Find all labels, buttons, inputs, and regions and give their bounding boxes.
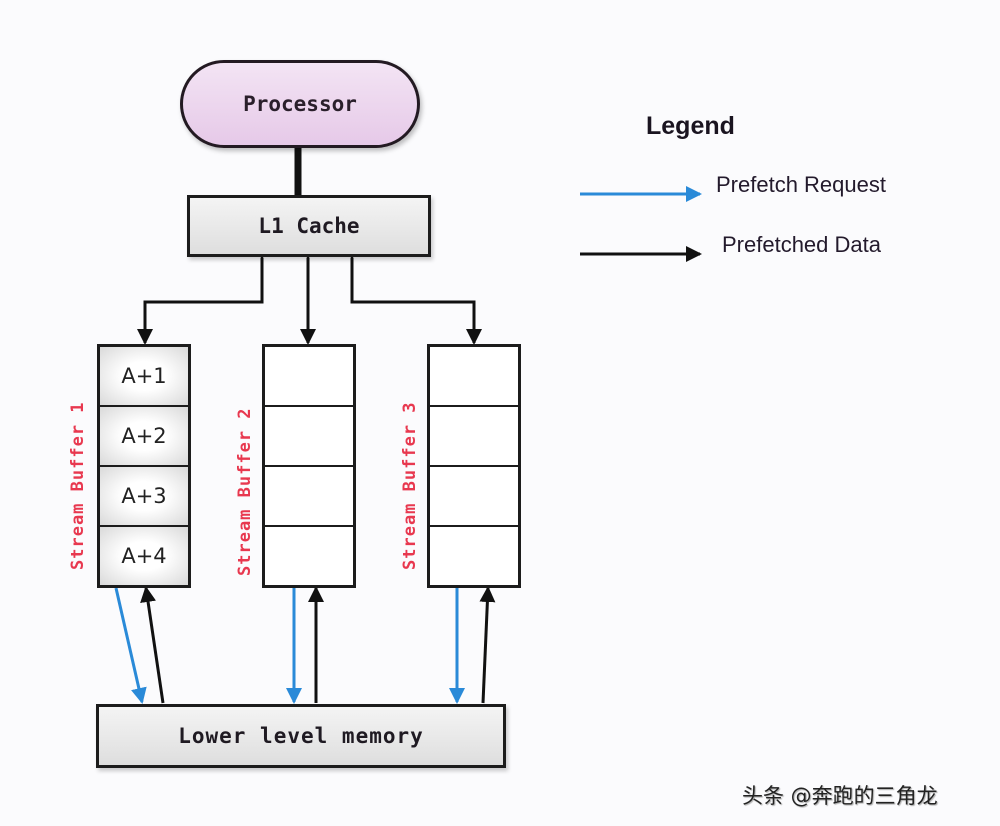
data-arrow-buffer1 xyxy=(140,586,165,704)
buffer-slot: A+2 xyxy=(100,407,188,467)
buffer-slot xyxy=(265,347,353,407)
processor-node: Processor xyxy=(180,60,420,148)
legend-title: Legend xyxy=(646,112,735,140)
stream-buffer-2-label: Stream Buffer 2 xyxy=(235,407,255,576)
stream-buffer-1: A+1 A+2 A+3 A+4 xyxy=(97,344,191,588)
buffer-slot xyxy=(430,527,518,585)
stream-buffer-2 xyxy=(262,344,356,588)
arrow-l1-buffer3 xyxy=(344,244,482,345)
data-arrow-buffer3 xyxy=(479,586,496,704)
stream-buffer-1-label: Stream Buffer 1 xyxy=(68,401,88,570)
watermark: 头条 @奔跑的三角龙 xyxy=(742,784,938,808)
legend-item-prefetch-request: Prefetch Request xyxy=(716,172,886,197)
buffer-slot xyxy=(265,527,353,585)
buffer-slot xyxy=(430,467,518,527)
stream-buffer-3-label: Stream Buffer 3 xyxy=(400,401,420,570)
arrow-l1-buffer1 xyxy=(137,244,270,345)
stream-buffer-3 xyxy=(427,344,521,588)
buffer-slot: A+3 xyxy=(100,467,188,527)
legend-item-prefetched-data: Prefetched Data xyxy=(722,232,881,257)
buffer-slot xyxy=(265,467,353,527)
buffer-slot xyxy=(430,347,518,407)
buffer-slot xyxy=(430,407,518,467)
l1-cache-node: L1 Cache xyxy=(187,195,431,257)
buffer-slot xyxy=(265,407,353,467)
buffer-slot: A+1 xyxy=(100,347,188,407)
lower-level-memory-node: Lower level memory xyxy=(96,704,506,768)
buffer-slot: A+4 xyxy=(100,527,188,585)
request-arrow-buffer1 xyxy=(114,587,147,704)
